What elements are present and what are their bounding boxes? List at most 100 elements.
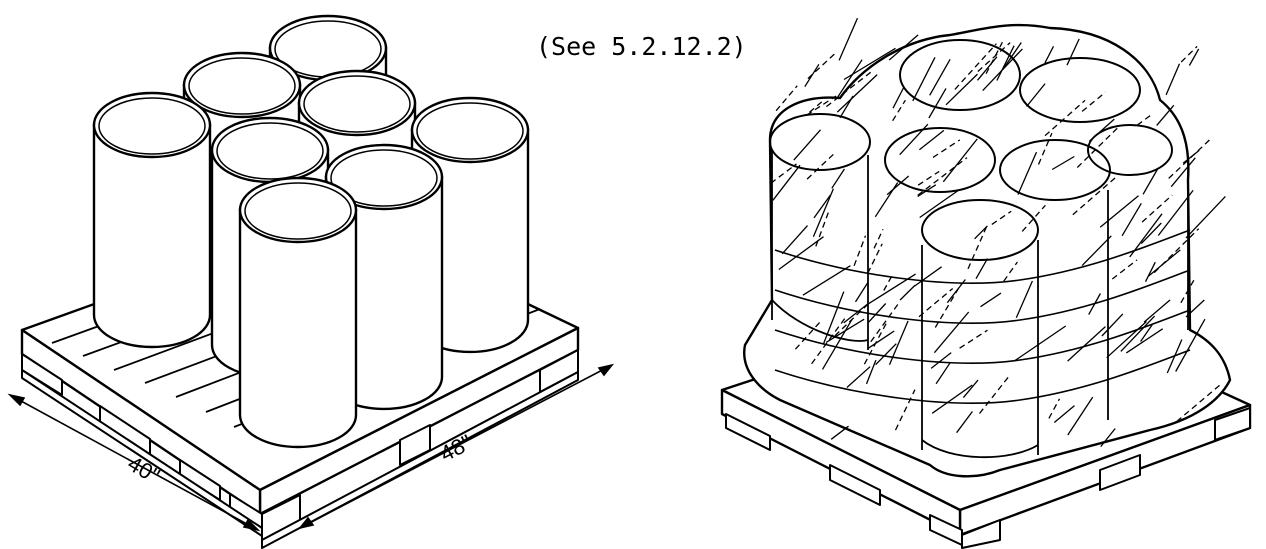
film-stroke <box>1175 318 1206 372</box>
film-stroke <box>1067 396 1094 436</box>
film-stroke <box>1037 132 1053 165</box>
film-stroke <box>996 45 1015 81</box>
film-stroke <box>1180 45 1198 63</box>
film-stroke <box>770 163 797 184</box>
film-stroke <box>959 329 988 349</box>
film-stroke <box>978 375 1011 414</box>
film-stroke <box>1081 235 1112 267</box>
film-stroke <box>1088 118 1115 142</box>
film-stroke <box>933 311 970 354</box>
film-stroke <box>974 225 988 240</box>
film-stroke <box>815 211 830 247</box>
dimension-line-length <box>299 364 613 529</box>
film-stroke <box>1099 195 1139 228</box>
film-stroke <box>853 235 867 267</box>
wrapped-drum-tops <box>769 39 1173 261</box>
film-stroke <box>1144 261 1156 282</box>
film-stroke <box>870 303 899 343</box>
film-stroke <box>1140 324 1153 342</box>
film-stroke <box>836 74 878 113</box>
right-wrapped-load <box>720 17 1252 549</box>
drum-top <box>210 116 330 184</box>
film-stroke <box>806 152 835 180</box>
film-stroke <box>917 184 937 198</box>
film-stroke <box>1156 104 1175 126</box>
film-stroke <box>1081 91 1106 112</box>
film-stroke <box>1111 259 1138 280</box>
film-stroke <box>813 194 831 219</box>
film-stroke <box>975 258 989 280</box>
film-stroke <box>918 129 945 151</box>
film-band <box>774 349 1191 404</box>
film-stroke <box>1066 38 1080 66</box>
drum-top <box>182 51 302 119</box>
film-stroke <box>807 53 836 80</box>
film-stroke <box>976 56 998 81</box>
film-band <box>774 309 1191 364</box>
film-stroke <box>1100 428 1116 448</box>
drum <box>238 176 358 449</box>
film-stroke <box>977 42 1011 72</box>
film-stroke <box>825 318 865 343</box>
drum-rim <box>216 122 324 180</box>
film-stroke <box>1188 48 1200 66</box>
film-stroke <box>772 164 801 201</box>
film-stroke <box>892 87 905 109</box>
film-stroke <box>1121 202 1142 237</box>
dimension-arrow <box>7 393 26 407</box>
drum-rim <box>303 75 411 133</box>
film-stroke <box>1143 299 1171 323</box>
film-stroke <box>917 157 968 196</box>
drum <box>92 91 212 349</box>
film-stroke <box>837 59 863 98</box>
film-stroke <box>1157 190 1194 236</box>
pallet-runners <box>21 369 579 549</box>
dimension-arrow <box>242 518 261 532</box>
film-stroke <box>892 99 906 122</box>
film-stroke <box>1003 261 1018 282</box>
drum-top <box>297 69 417 137</box>
film-stroke <box>1170 157 1196 188</box>
film-stroke <box>822 291 845 345</box>
film-stroke <box>954 43 997 90</box>
film-stroke <box>812 188 835 238</box>
film-stroke <box>873 229 884 249</box>
film-stroke <box>991 210 1012 225</box>
film-stroke <box>1053 405 1075 423</box>
film-stroke <box>942 138 978 183</box>
drum-body <box>92 123 212 349</box>
film-stroke <box>917 170 940 186</box>
stretch-film-wrinkles <box>770 17 1226 448</box>
film-stroke <box>834 301 872 337</box>
film-stroke <box>821 318 853 370</box>
dimension-line-width <box>9 394 259 531</box>
film-stroke <box>781 225 808 255</box>
drum-body <box>238 208 358 449</box>
drum-top <box>410 96 530 164</box>
film-stroke <box>935 361 952 385</box>
film-stroke <box>1142 168 1159 195</box>
film-stroke <box>854 281 869 303</box>
film-stroke <box>1125 328 1164 354</box>
film-stroke <box>843 302 869 324</box>
drum-rim <box>416 102 524 160</box>
film-band <box>774 269 1191 324</box>
film-stroke <box>930 352 952 369</box>
film-stroke <box>932 139 961 158</box>
film-stroke <box>1180 277 1196 304</box>
film-stroke <box>1026 83 1046 107</box>
dimension-lines <box>7 363 615 532</box>
dimension-label-width: 40" <box>124 451 164 489</box>
film-stroke <box>867 243 883 274</box>
film-stroke <box>868 303 887 323</box>
film-stroke <box>775 85 798 112</box>
film-stroke <box>809 99 825 113</box>
film-stroke <box>804 63 820 88</box>
film-stroke <box>1067 326 1106 362</box>
reference-note: (See 5.2.12.2) <box>536 32 747 61</box>
film-stroke <box>967 224 989 270</box>
drum-rim <box>244 182 352 240</box>
film-stroke <box>1106 321 1147 359</box>
drum-top <box>238 176 358 244</box>
